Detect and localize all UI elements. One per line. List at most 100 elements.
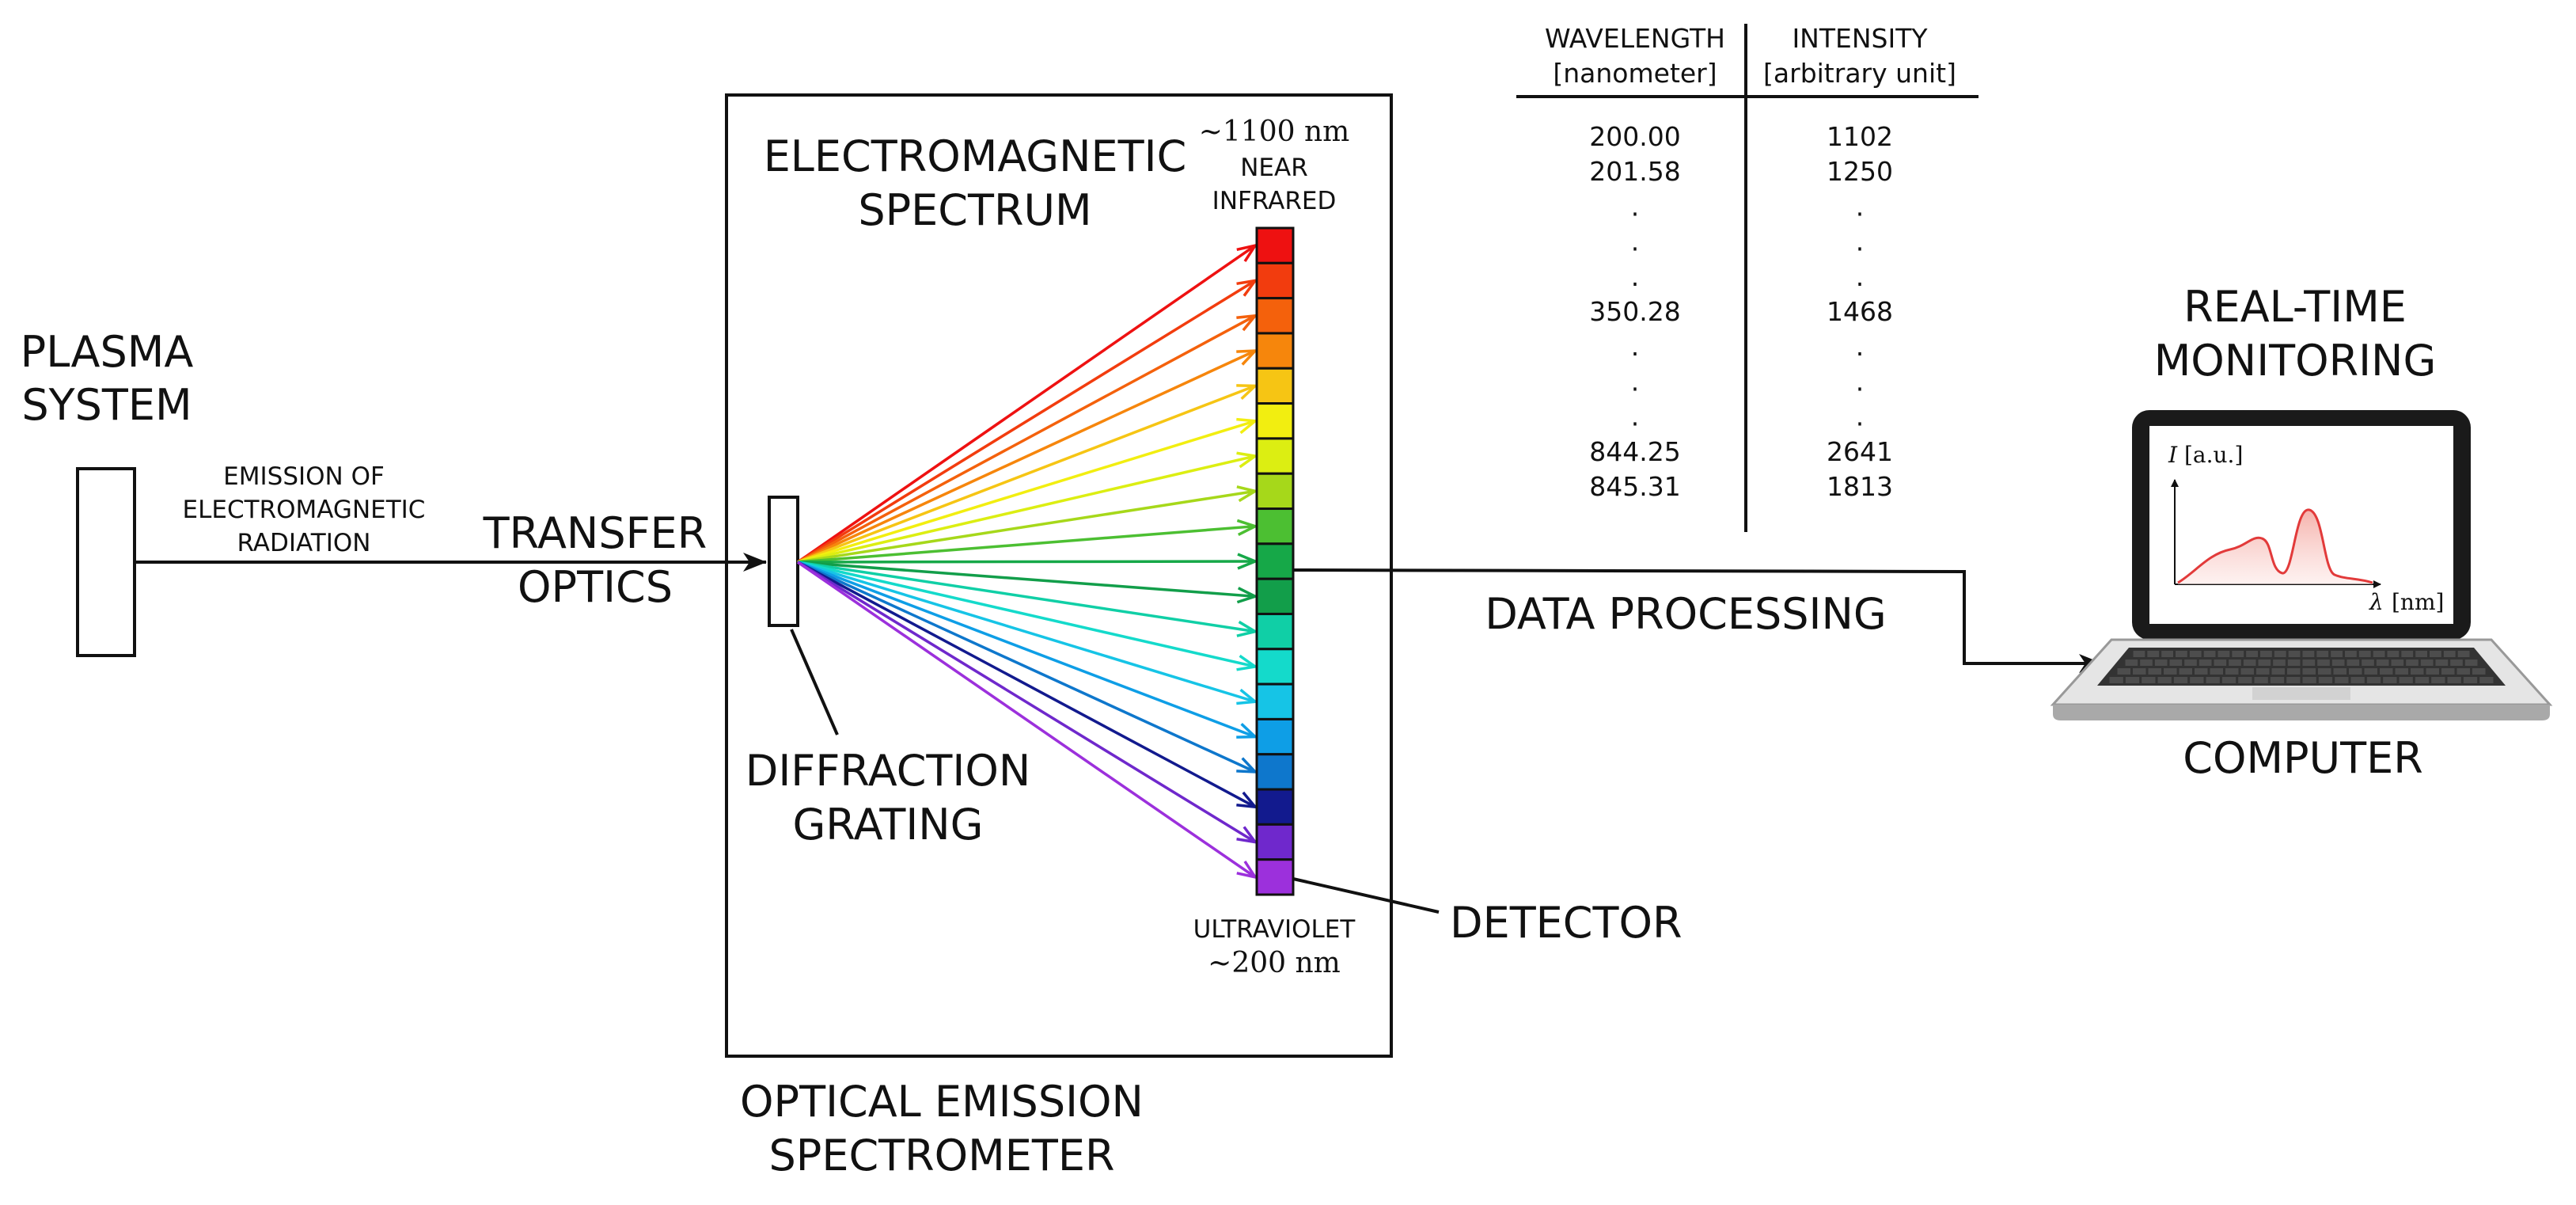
emission-label-2: ELECTROMAGNETIC [183, 496, 426, 524]
spectrum-ray [797, 349, 1256, 564]
spectrum-ray [797, 561, 1256, 739]
laptop-key [2443, 651, 2456, 657]
laptop-key [2195, 668, 2208, 675]
plot-y-symbol: I [2168, 442, 2178, 468]
laptop-key [2243, 660, 2256, 666]
laptop-key [2142, 677, 2156, 683]
laptop-key [2406, 660, 2419, 666]
table-cell-intensity: . [1856, 366, 1865, 397]
spectrometer-label-1: OPTICAL EMISSION [740, 1077, 1144, 1127]
laptop-key [2157, 677, 2172, 683]
plot-x-unit: [nm] [2392, 589, 2444, 615]
spectrum-ray [797, 524, 1256, 564]
laptop-key [2450, 660, 2463, 666]
detector-cell [1255, 472, 1295, 511]
detector-cell [1255, 682, 1295, 720]
table-header-intensity-1: INTENSITY [1792, 23, 1928, 54]
table-cell-intensity: 1250 [1827, 156, 1893, 187]
spectrum-ray-arrowhead [1237, 553, 1259, 570]
table-cell-wavelength: . [1631, 401, 1640, 432]
spectrum-ray-arrowhead [1236, 757, 1259, 774]
uv-label: ULTRAVIOLET [1193, 915, 1356, 944]
uv-wavelength: ~200 nm [1208, 947, 1341, 979]
laptop-key [2169, 660, 2183, 666]
emission-label-3: RADIATION [237, 529, 371, 557]
laptop-key [2463, 677, 2478, 683]
detector-label: DETECTOR [1450, 898, 1683, 948]
laptop-base-front [2053, 705, 2550, 720]
laptop-key [2148, 668, 2161, 675]
table-cell-wavelength: 350.28 [1589, 296, 1680, 327]
laptop-key [2176, 651, 2187, 657]
detector-cell [1255, 542, 1295, 580]
detector-cell [1255, 717, 1295, 756]
laptop-key [2238, 677, 2252, 683]
grating-label-2: GRATING [792, 800, 983, 850]
spectrum-ray-arrowhead [1236, 451, 1259, 469]
spectrum-ray-arrowhead [1236, 791, 1259, 809]
laptop-key [2274, 651, 2286, 657]
laptop-key [2210, 668, 2223, 675]
laptop-key [2173, 677, 2188, 683]
laptop-key [2256, 668, 2270, 675]
em-spectrum-label-2: SPECTRUM [858, 185, 1091, 235]
data-processing-arrow [1292, 568, 2103, 673]
laptop-key [2217, 651, 2230, 657]
laptop-key [2376, 660, 2389, 666]
laptop-touchpad [2252, 687, 2350, 700]
spectrum-ray [797, 561, 1256, 808]
spectrum-ray-arrowhead [1236, 384, 1259, 400]
laptop-key [2288, 651, 2301, 657]
detector-cell [1255, 823, 1295, 861]
laptop-key [2221, 677, 2236, 683]
spectrum-ray [797, 560, 1256, 564]
laptop-key [2203, 651, 2216, 657]
detector-leader-line [1292, 877, 1440, 914]
plot-spectrum-fill [2178, 509, 2373, 584]
diffraction-grating [768, 496, 799, 627]
spectrum-ray [797, 561, 1256, 633]
spectrum-ray-arrowhead [1236, 243, 1258, 263]
spectrum-ray-arrowhead [1236, 519, 1259, 536]
laptop-key [2302, 668, 2316, 675]
laptop-key [2364, 668, 2377, 675]
laptop-key [2161, 651, 2173, 657]
table-cell-wavelength: . [1631, 191, 1640, 222]
laptop-key [2380, 668, 2393, 675]
detector-cell [1255, 332, 1295, 370]
em-spectrum-label-1: ELECTROMAGNETIC [764, 131, 1187, 181]
spectrum-ray [797, 314, 1256, 564]
laptop-key [2479, 677, 2494, 683]
laptop-key [2254, 677, 2268, 683]
detector-cell [1255, 648, 1295, 686]
table-cell-wavelength: 200.00 [1589, 121, 1680, 152]
table-cell-intensity: . [1856, 331, 1865, 362]
laptop-key [2447, 677, 2461, 683]
near-ir-label-2: INFRARED [1212, 187, 1337, 215]
dispersed-rays [797, 243, 1259, 880]
near-ir-wavelength: ~1100 nm [1199, 116, 1350, 148]
spectrum-ray-arrowhead [1236, 688, 1259, 705]
laptop-key [2431, 677, 2445, 683]
laptop-key [2316, 651, 2329, 657]
laptop-key [2271, 668, 2285, 675]
spectrum-ray [797, 561, 1256, 879]
laptop-key [2184, 660, 2197, 666]
plot-spectrum-curve [2177, 508, 2373, 584]
laptop-key [2373, 651, 2385, 657]
laptop-key [2199, 660, 2212, 666]
laptop-key [2270, 677, 2285, 683]
emission-label-1: EMISSION OF [223, 462, 385, 491]
detector-cell [1255, 612, 1295, 651]
spectrum-ray-arrowhead [1236, 485, 1259, 503]
table-header-wavelength-1: WAVELENGTH [1545, 23, 1725, 54]
laptop-key [2350, 677, 2365, 683]
laptop-key [2401, 651, 2414, 657]
laptop-key [2225, 668, 2239, 675]
laptop-key [2346, 660, 2360, 666]
laptop-key [2147, 651, 2160, 657]
laptop-key [2286, 677, 2301, 683]
laptop-key [2287, 668, 2301, 675]
detector-cell [1255, 788, 1295, 826]
data-processing-label: DATA PROCESSING [1485, 589, 1886, 639]
